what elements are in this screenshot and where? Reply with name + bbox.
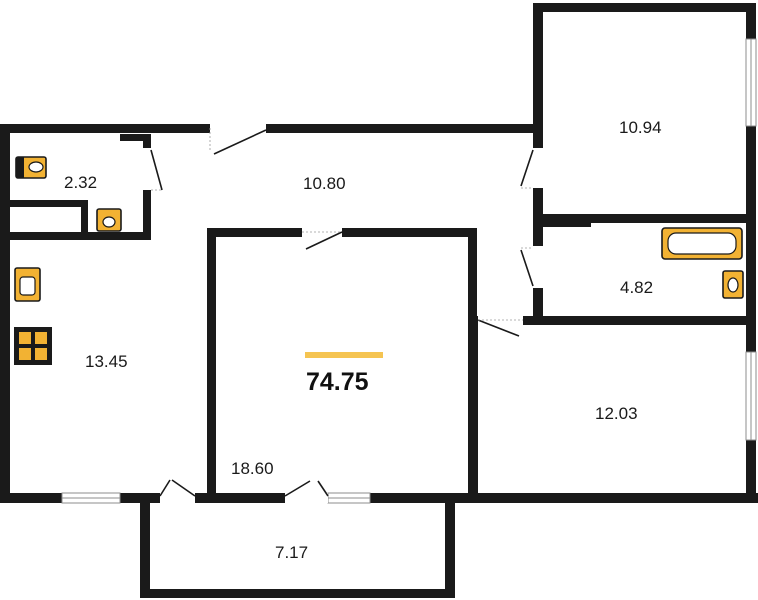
fixtures — [14, 156, 744, 365]
room-area-bathroom: 4.82 — [620, 278, 653, 297]
door — [143, 148, 163, 191]
wall — [120, 493, 160, 503]
wall — [533, 214, 756, 223]
room-area-wc: 2.32 — [64, 173, 97, 192]
wall — [746, 3, 756, 39]
window — [61, 492, 121, 504]
wall — [140, 589, 455, 598]
washbasin-icon — [96, 208, 122, 232]
toilet-icon — [15, 156, 47, 179]
total-area: 74.75 — [306, 368, 369, 396]
window — [327, 492, 371, 504]
bathtub-icon — [661, 227, 743, 260]
sink-icon — [14, 267, 41, 302]
wall — [370, 493, 758, 503]
wall — [533, 3, 543, 148]
wall — [533, 3, 755, 12]
room-labels: 2.32 10.80 10.94 4.82 13.45 18.60 12.03 … — [64, 118, 662, 562]
wall — [10, 232, 151, 240]
wall — [0, 124, 540, 133]
wall — [445, 503, 455, 598]
wall — [543, 223, 591, 227]
total-area-accent-bar — [305, 352, 383, 358]
doors — [143, 124, 543, 503]
door — [302, 228, 343, 250]
wall — [140, 503, 150, 598]
wall — [342, 228, 477, 237]
wall — [143, 134, 151, 148]
room-area-living-room: 18.60 — [231, 459, 274, 478]
walls — [0, 3, 758, 598]
door — [209, 124, 267, 155]
room-area-bedroom-top-right: 10.94 — [619, 118, 662, 137]
room-area-corridor: 10.80 — [303, 174, 346, 193]
room-area-balcony: 7.17 — [275, 543, 308, 562]
door — [477, 316, 523, 337]
wall — [120, 134, 150, 141]
wall — [10, 200, 88, 207]
wall — [81, 200, 88, 232]
room-area-bedroom-bottom-right: 12.03 — [595, 404, 638, 423]
wall — [468, 316, 478, 503]
room-area-kitchen: 13.45 — [85, 352, 128, 371]
door — [520, 246, 543, 288]
stove-icon — [14, 327, 52, 365]
wall — [207, 228, 216, 500]
door — [284, 480, 329, 503]
door — [520, 148, 543, 189]
wall — [746, 126, 756, 352]
window — [745, 38, 757, 127]
wall — [143, 190, 151, 240]
wall — [533, 288, 543, 323]
window — [745, 351, 757, 441]
door — [159, 479, 196, 503]
washbasin-icon — [722, 270, 744, 299]
wall — [0, 124, 10, 503]
wall — [0, 493, 62, 503]
wall — [523, 316, 756, 325]
windows — [61, 38, 757, 504]
wall — [195, 493, 285, 503]
wall — [746, 440, 756, 503]
wall — [468, 228, 477, 316]
wall — [207, 228, 302, 237]
